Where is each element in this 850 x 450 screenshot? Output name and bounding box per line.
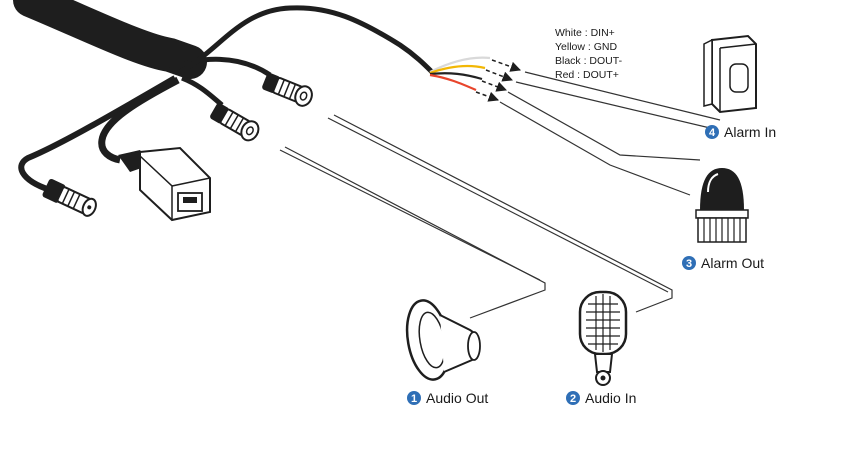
badge-1 — [407, 391, 421, 405]
rca-connector-icon — [210, 103, 260, 142]
legend-yellow: Yellow : GND — [555, 41, 617, 53]
svg-text:4: 4 — [709, 127, 716, 139]
svg-text:3: 3 — [686, 258, 692, 270]
dc-power-jack-icon — [42, 178, 97, 217]
svg-text:Alarm Out: Alarm Out — [701, 255, 764, 271]
ethernet-cable — [98, 76, 180, 164]
badge-2 — [566, 391, 580, 405]
audio-leader-lines — [279, 114, 673, 319]
svg-text:Alarm In: Alarm In — [724, 124, 776, 140]
badge-4 — [705, 125, 719, 139]
main-cable — [13, 0, 207, 79]
svg-text:1: 1 — [411, 393, 417, 405]
alarm-out-label: 3 Alarm Out — [682, 255, 764, 271]
svg-text:2: 2 — [570, 393, 576, 405]
legend-red: Red : DOUT+ — [555, 69, 619, 81]
svg-text:Audio In: Audio In — [585, 390, 636, 406]
legend-white: White : DIN+ — [555, 27, 615, 39]
audio-in-label: 2 Audio In — [566, 390, 636, 406]
audio-in-cable — [168, 56, 272, 78]
svg-text:Audio Out: Audio Out — [426, 390, 488, 406]
wire-terminal-arrows — [475, 59, 521, 102]
ethernet-connector-icon — [118, 146, 211, 222]
badge-3 — [682, 256, 696, 270]
alarm-in-label: 4 Alarm In — [705, 124, 776, 140]
pir-sensor-icon — [703, 34, 757, 114]
siren-light-icon — [695, 168, 749, 243]
alarm-io-cable — [178, 5, 434, 75]
alarm-wires — [429, 56, 491, 92]
rca-connector-icon — [262, 72, 313, 107]
alarm-leader-lines — [499, 71, 721, 196]
wire-color-legend: White : DIN+ Yellow : GND Black : DOUT- … — [555, 27, 623, 81]
microphone-icon — [578, 290, 628, 386]
speaker-icon — [405, 299, 481, 381]
audio-out-cable — [181, 75, 224, 107]
audio-out-label: 1 Audio Out — [407, 390, 488, 406]
legend-black: Black : DOUT- — [555, 55, 623, 67]
